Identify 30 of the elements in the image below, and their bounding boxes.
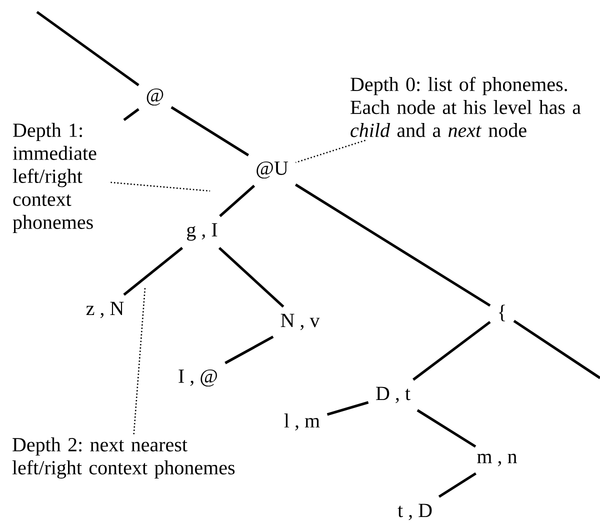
annotation-text: Depth 0: list of phonemes. Each node at his level has a child and a next node bbox=[350, 76, 581, 138]
tree-node-label: @ bbox=[146, 88, 164, 106]
annotation-text: Depth 1: immediate left/right context phonemes bbox=[12, 122, 96, 234]
tree-branch bbox=[224, 336, 274, 364]
tree-node-label: g , I bbox=[187, 223, 218, 241]
tree-node-label: N , v bbox=[280, 314, 320, 330]
leader-line bbox=[133, 288, 146, 434]
tree-node-label: l , m bbox=[284, 414, 320, 430]
tree-node-label: t , D bbox=[398, 504, 432, 520]
tree-node-label: m , n bbox=[477, 454, 517, 466]
tree-node-label: I , @ bbox=[178, 369, 217, 387]
tree-branch bbox=[219, 184, 256, 218]
tree-node-label: D , t bbox=[376, 386, 410, 404]
tree-branch bbox=[123, 246, 184, 296]
tree-branch bbox=[36, 10, 140, 86]
tree-branch bbox=[438, 472, 476, 498]
annotation-text: Depth 2: next nearest left/right context phonemes bbox=[12, 437, 235, 479]
tree-branch bbox=[416, 409, 476, 448]
leader-line bbox=[295, 140, 366, 164]
tree-node-label: @U bbox=[256, 161, 288, 179]
tree-branch bbox=[123, 108, 140, 122]
tree-branch bbox=[513, 320, 600, 380]
tree-branch bbox=[326, 401, 369, 416]
tree-branch bbox=[170, 106, 250, 156]
tree-branch bbox=[218, 246, 284, 308]
leader-line bbox=[110, 182, 210, 192]
tree-branch bbox=[412, 320, 491, 381]
tree-branch bbox=[294, 184, 491, 307]
tree-node-label: { bbox=[499, 304, 505, 322]
tree-node-label: z , N bbox=[86, 302, 124, 318]
